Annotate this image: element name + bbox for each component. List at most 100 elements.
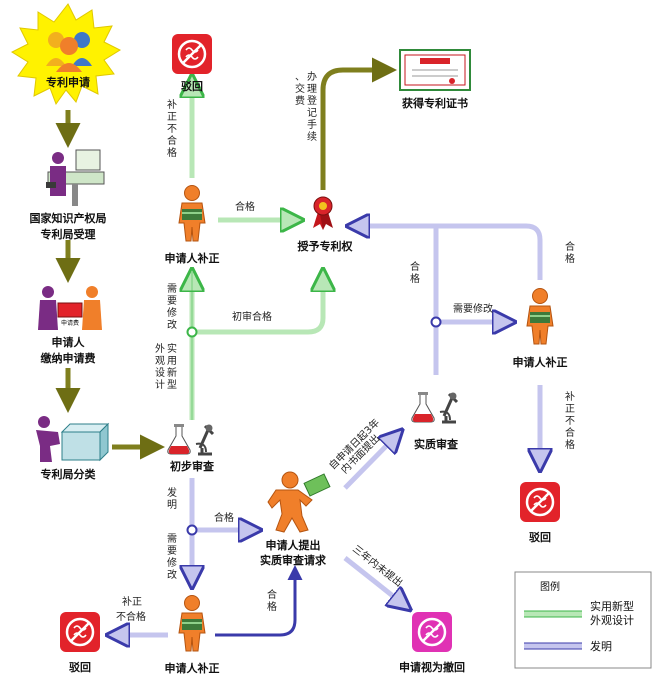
edge-label-utility-design-char: 新 (167, 366, 177, 379)
edge-label-correct-fail-top-char: 格 (167, 146, 177, 159)
edge-label-needs-fix-right: 需要修改 (453, 302, 493, 315)
edge-label-needs-fix-down-char: 修 (167, 556, 177, 569)
edge-label-needs-fix-down-char: 改 (167, 568, 177, 581)
legend-box (514, 571, 652, 669)
edge-label-qualified-top: 合格 (235, 200, 255, 213)
node-withdrawn-label: 申请视为撤回 (399, 660, 465, 674)
junction-blue-right (430, 316, 442, 328)
node-correct-right: 申请人补正 (513, 288, 568, 369)
clerk-desk-icon (46, 149, 105, 206)
node-receive-label-2: 专利局受理 (41, 227, 96, 241)
node-withdrawn: 申请视为撤回 (399, 612, 465, 674)
edge-label-register-char: 、 (295, 72, 305, 83)
node-pay: 申请费 申请人 缴纳申请费 (38, 286, 102, 365)
legend-title: 图例 (540, 580, 560, 593)
edge-label-qualified-bottom-char: 合 (267, 588, 277, 601)
lab-icon (166, 422, 215, 456)
edge-label-needs-fix-left-char: 修 (167, 306, 177, 319)
legend-utility-label-1: 实用新型 (590, 599, 634, 613)
edge-grant-to-certificate (320, 57, 397, 190)
node-certificate: 获得专利证书 (399, 49, 471, 110)
node-receive: 国家知识产权局 专利局受理 (30, 149, 107, 241)
edge-label-register-char: 费 (295, 94, 305, 107)
node-correct-bottom: 申请人补正 (165, 595, 220, 675)
edge-label-correct-fail-bottom-1: 补正 (122, 595, 142, 608)
lab-icon (410, 390, 459, 424)
edge-label-qualified-mid: 合格 (214, 511, 234, 524)
node-start-label: 专利申请 (46, 75, 90, 89)
edge-label-register-char: 登 (307, 94, 317, 107)
edge-label-invention-char: 明 (167, 499, 177, 511)
node-correct-top: 申请人补正 (165, 185, 220, 265)
edges (55, 57, 543, 637)
edge-label-qualified-bottom-char: 格 (267, 600, 277, 613)
certificate-icon (399, 49, 471, 91)
node-prelim: 初步审查 (166, 422, 215, 473)
box-worker-icon (36, 416, 110, 462)
edge-correct-bottom-to-request (215, 565, 303, 637)
node-reject-right: 驳回 (518, 480, 562, 544)
edge-to-grant-right (350, 226, 543, 280)
node-pay-label-1: 申请人 (52, 335, 86, 349)
fee-exchange-icon: 申请费 (38, 286, 102, 330)
edge-label-correct-fail-right-char: 正 (565, 404, 575, 415)
edge-request-to-withdrawn (343, 556, 408, 608)
edge-label-invention-char: 发 (167, 486, 177, 499)
legend-invention-label: 发明 (590, 639, 612, 653)
edge-label-utility-design-char: 实 (167, 342, 177, 355)
edge-label-qualified-exam-char: 合 (410, 260, 420, 273)
edge-label-needs-fix-left-char: 要 (167, 295, 177, 307)
edge-label-correct-fail-right-char: 补 (565, 390, 575, 403)
node-exam: 实质审查 (410, 390, 459, 451)
edge-label-correct-fail-right-char: 不 (565, 416, 575, 427)
edge-label-qualified-right-char: 格 (565, 252, 575, 265)
edge-label-correct-fail-top-char: 正 (167, 112, 177, 123)
edge-label-register-char: 理 (307, 83, 317, 95)
person-with-card-icon (267, 471, 331, 533)
edge-label-register-char: 手 (307, 118, 317, 131)
edge-label-utility-design-char: 设 (155, 367, 165, 379)
node-correct-bottom-label: 申请人补正 (165, 661, 220, 675)
edge-label-utility-design-char: 外 (155, 343, 165, 355)
node-start: 专利申请 (10, 3, 122, 106)
reject-icon (170, 32, 214, 76)
edge-label-register-char: 办 (307, 70, 317, 83)
node-reject-right-label: 驳回 (529, 530, 551, 544)
edge-label-needs-fix-left-char: 改 (167, 318, 177, 331)
paper-label: 申请费 (61, 319, 79, 327)
node-grant: 授予专利权 (298, 196, 354, 253)
people-icon (46, 32, 92, 72)
edge-label-utility-design-char: 计 (155, 378, 165, 391)
edge-label-correct-fail-right-char: 格 (565, 438, 575, 451)
node-grant-label: 授予专利权 (298, 239, 354, 253)
edge-label-correct-fail-top-char: 不 (167, 124, 177, 135)
node-classify-label: 专利局分类 (41, 467, 97, 481)
node-prelim-label: 初步审查 (170, 459, 214, 473)
edge-label-qualified-exam-char: 格 (410, 272, 420, 285)
person-icon (526, 288, 554, 345)
edge-label-register-char: 交 (295, 82, 305, 95)
node-correct-top-label: 申请人补正 (165, 251, 220, 265)
node-request-exam-label-1: 申请人提出 (266, 538, 321, 552)
node-reject-top-label: 驳回 (181, 79, 203, 93)
node-classify: 专利局分类 (36, 416, 110, 481)
junction-blue-mid (186, 524, 198, 536)
edge-label-needs-fix-down-char: 需 (167, 533, 177, 545)
edge-label-register-char: 记 (307, 107, 317, 119)
node-reject-bottom-label: 驳回 (69, 660, 91, 674)
node-request-exam-label-2: 实质审查请求 (260, 553, 327, 567)
node-reject-bottom: 驳回 (58, 610, 102, 674)
edge-label-correct-fail-bottom-2: 不合格 (116, 610, 146, 623)
edge-request-to-exam (343, 432, 400, 490)
reject-icon (518, 480, 562, 524)
edge-label-needs-fix-down-char: 要 (167, 545, 177, 557)
reject-icon (58, 610, 102, 654)
ribbon-award-icon (313, 196, 333, 230)
node-pay-label-2: 缴纳申请费 (41, 351, 96, 365)
node-request-exam: 申请人提出 实质审查请求 (260, 471, 331, 567)
edge-label-utility-design-char: 观 (155, 355, 165, 367)
legend: 图例 实用新型 外观设计 发明 (514, 571, 652, 669)
edge-label-correct-fail-top-char: 补 (167, 98, 177, 111)
edge-label-register-char: 续 (307, 130, 317, 143)
